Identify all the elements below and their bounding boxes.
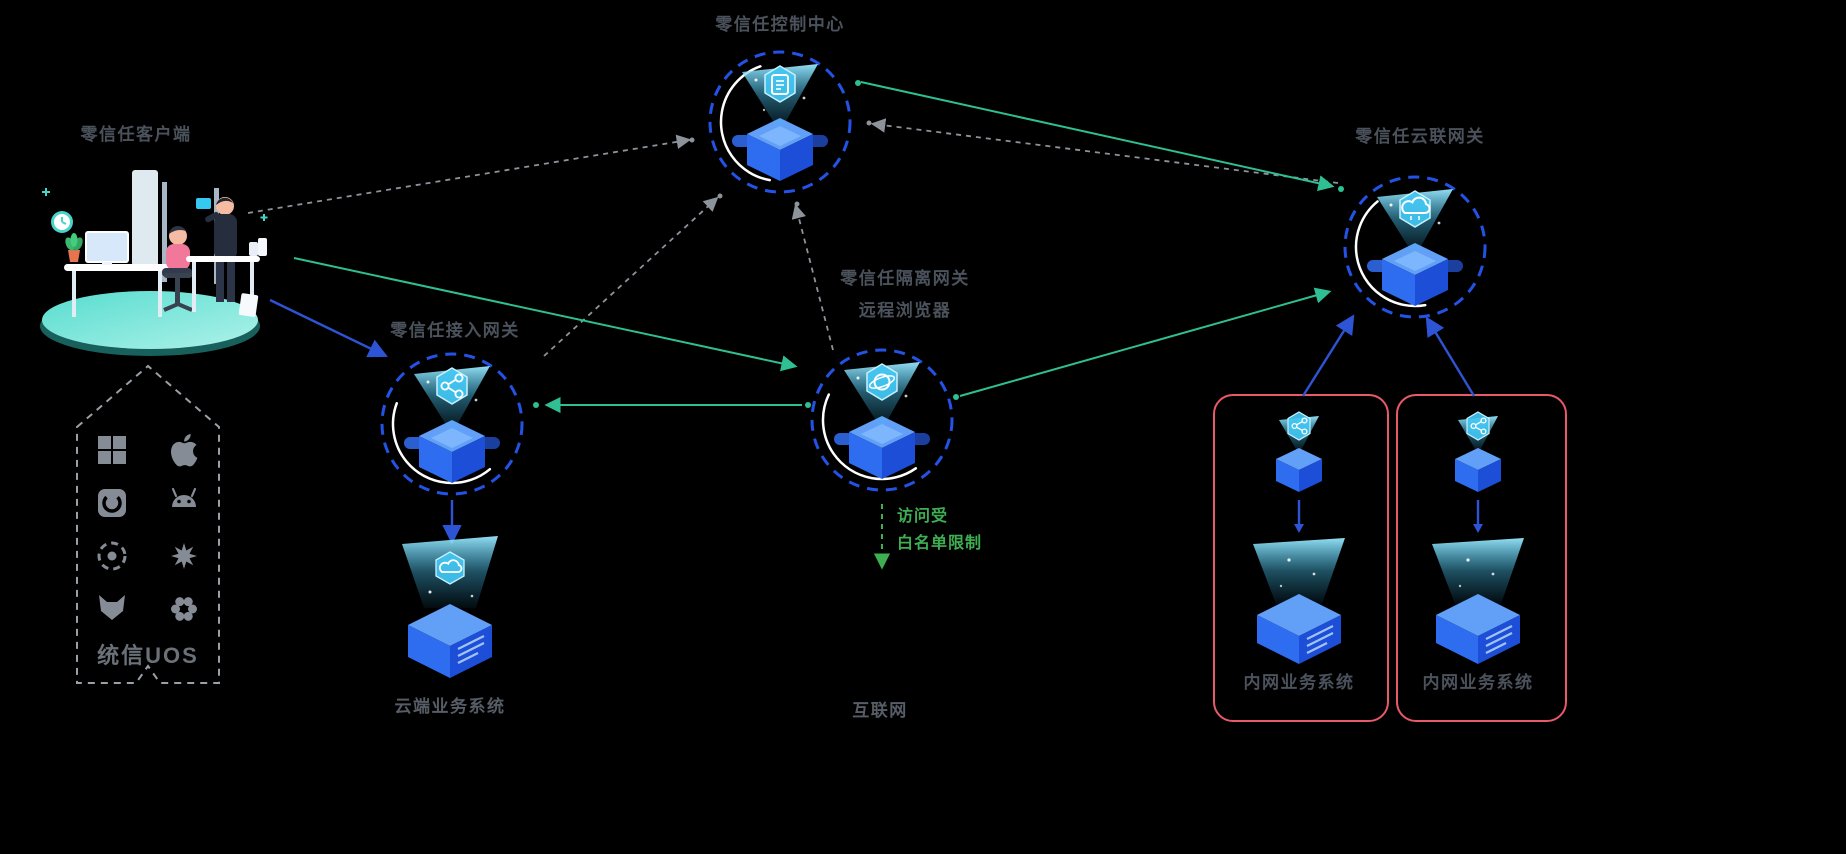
node-intranet-system-left (1253, 411, 1345, 664)
windows-icon (98, 436, 126, 464)
cloud-hexagon-badge (435, 551, 465, 585)
label-client: 零信任客户端 (80, 125, 192, 144)
star-os-icon (171, 543, 197, 569)
arrow-access-to-control (543, 196, 719, 357)
client-workstation-illustration (40, 170, 268, 356)
server-cube (404, 420, 500, 483)
plant-icon (65, 233, 83, 262)
hologram-projector (742, 64, 818, 132)
dashed-ring (380, 352, 524, 496)
arrow-client-to-control (247, 134, 692, 214)
label-isolation-gateway-line1: 零信任隔离网关 (840, 269, 970, 288)
label-uos: 统信UOS (97, 643, 199, 668)
arrow-control-to-cloudgw (860, 81, 1335, 192)
document-icon (771, 74, 789, 95)
whitelist-note: 访问受 白名单限制 (897, 503, 982, 557)
whitelist-line1: 访问受 (897, 508, 949, 525)
arrow-intranet-right-to-cloudgw (1425, 316, 1476, 397)
wall-clock-icon (51, 211, 73, 233)
hologram-projector (414, 366, 490, 434)
label-intranet-left: 内网业务系统 (1243, 673, 1355, 692)
monitor (85, 231, 129, 265)
flower-os-icon (171, 597, 197, 621)
core-server (1432, 538, 1524, 664)
dashed-ring (1343, 175, 1487, 319)
white-arc (821, 359, 943, 481)
share-icon (1470, 417, 1487, 435)
white-arc (719, 61, 841, 183)
sparkles (42, 188, 268, 221)
planet-icon (868, 373, 896, 391)
node-cloud-business-system (402, 536, 498, 678)
node-intranet-system-right (1432, 411, 1524, 664)
platform (42, 291, 258, 349)
android-icon (171, 487, 197, 507)
deepin-icon (98, 489, 126, 517)
standing-person (196, 197, 237, 302)
server-box (408, 604, 492, 678)
server-cube (732, 118, 828, 181)
openkylin-icon (97, 541, 127, 571)
label-internet: 互联网 (852, 701, 908, 720)
arrow-edge-to-core (1294, 500, 1304, 533)
arrow-client-to-access (269, 298, 388, 358)
junction-dots (533, 80, 1344, 408)
paper-stack (238, 293, 259, 317)
hologram-projector (1377, 189, 1453, 257)
edge-server (1276, 411, 1322, 492)
apple-icon (171, 434, 198, 467)
whitelist-line2: 白名单限制 (897, 535, 983, 552)
hologram-projector (844, 362, 920, 430)
white-arc (391, 363, 513, 485)
white-arc (1354, 186, 1476, 308)
uos-supported-os-icons (97, 434, 198, 621)
arrow-client-to-isolation (293, 257, 798, 372)
label-isolation-gateway-line2: 远程浏览器 (858, 301, 952, 320)
desk-left (64, 264, 170, 317)
core-server (1253, 538, 1345, 664)
node-access-gateway (380, 352, 524, 496)
share-icon (1291, 417, 1308, 435)
intranet-right-frame (1396, 394, 1567, 722)
cloud-icon (1401, 196, 1431, 220)
arrow-cloudgw-to-control (870, 118, 1339, 184)
intranet-left-frame (1213, 394, 1389, 722)
seated-person (162, 226, 193, 312)
dashed-ring (708, 50, 852, 194)
arrow-isolation-to-cloudgw (959, 287, 1332, 397)
label-cloud-gateway: 零信任云联网关 (1355, 127, 1485, 146)
server-cube (1367, 243, 1463, 306)
node-isolation-gateway (810, 348, 954, 492)
node-control-center (708, 50, 852, 194)
cloud-icon (439, 559, 463, 573)
label-access-gateway: 零信任接入网关 (390, 321, 520, 340)
arrow-isolation-to-control (791, 203, 834, 351)
server-cube (834, 416, 930, 479)
label-control-center: 零信任控制中心 (715, 15, 845, 34)
desk-right (186, 238, 267, 312)
fox-os-icon (99, 595, 125, 620)
arrow-intranet-left-to-cloudgw (1301, 314, 1355, 397)
label-cloud-business: 云端业务系统 (394, 697, 506, 716)
node-cloud-gateway (1343, 175, 1487, 319)
share-icon (440, 373, 464, 399)
dashed-ring (810, 348, 954, 492)
label-intranet-right: 内网业务系统 (1422, 673, 1534, 692)
edge-server (1455, 411, 1501, 492)
arrow-edge-to-core (1473, 500, 1483, 533)
